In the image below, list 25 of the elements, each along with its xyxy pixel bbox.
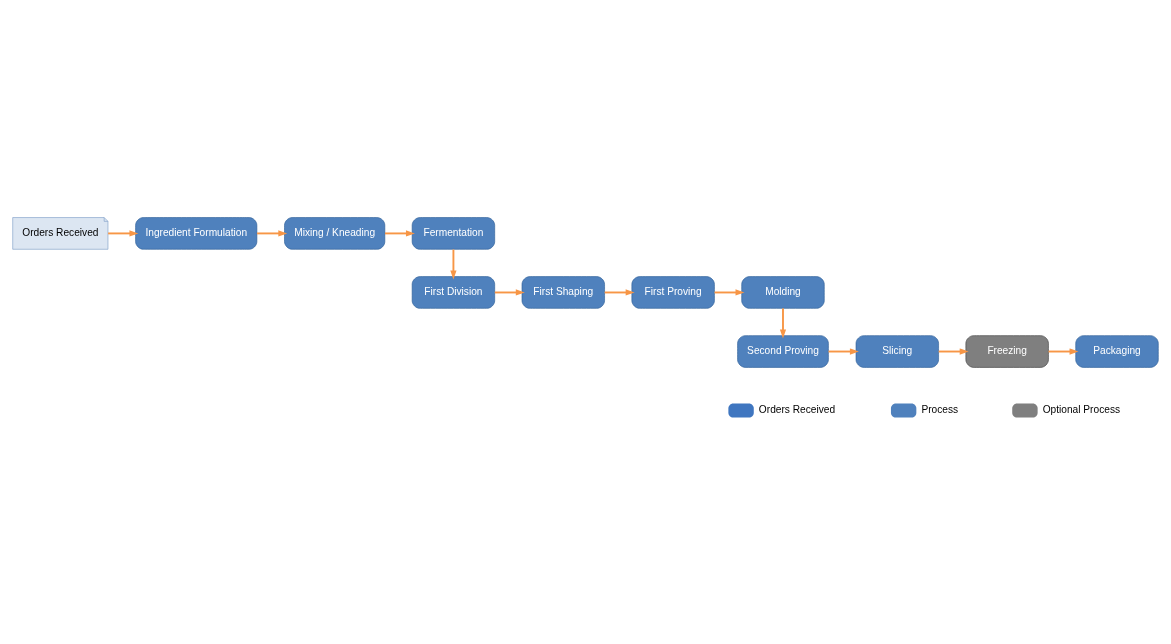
legend-label: Optional Process bbox=[1042, 404, 1121, 415]
legend-label: Process bbox=[921, 404, 959, 415]
arrow bbox=[450, 248, 457, 280]
node-box: Ingredient Formulation bbox=[135, 217, 258, 250]
arrow bbox=[779, 307, 787, 339]
node-box: Second Proving bbox=[737, 335, 829, 368]
arrow bbox=[1047, 348, 1079, 355]
node-box: First Division bbox=[411, 276, 495, 309]
node-box: Mixing / Kneading bbox=[284, 217, 386, 250]
legend-label: Orders Received bbox=[758, 404, 836, 415]
node-box: Freezing bbox=[965, 335, 1049, 368]
arrow bbox=[713, 289, 745, 296]
arrow bbox=[827, 348, 859, 355]
arrow bbox=[937, 348, 969, 355]
arrow bbox=[107, 230, 139, 237]
node-box: Molding bbox=[741, 276, 825, 309]
node-box: First Proving bbox=[631, 276, 715, 309]
node-box: Fermentation bbox=[411, 217, 495, 250]
arrow bbox=[603, 289, 635, 296]
arrow bbox=[493, 289, 525, 296]
node-box: First Shaping bbox=[521, 276, 605, 309]
arrow bbox=[384, 230, 415, 237]
arrow bbox=[256, 230, 288, 237]
node-box: Slicing bbox=[855, 335, 939, 368]
node-box: Packaging bbox=[1075, 335, 1159, 368]
